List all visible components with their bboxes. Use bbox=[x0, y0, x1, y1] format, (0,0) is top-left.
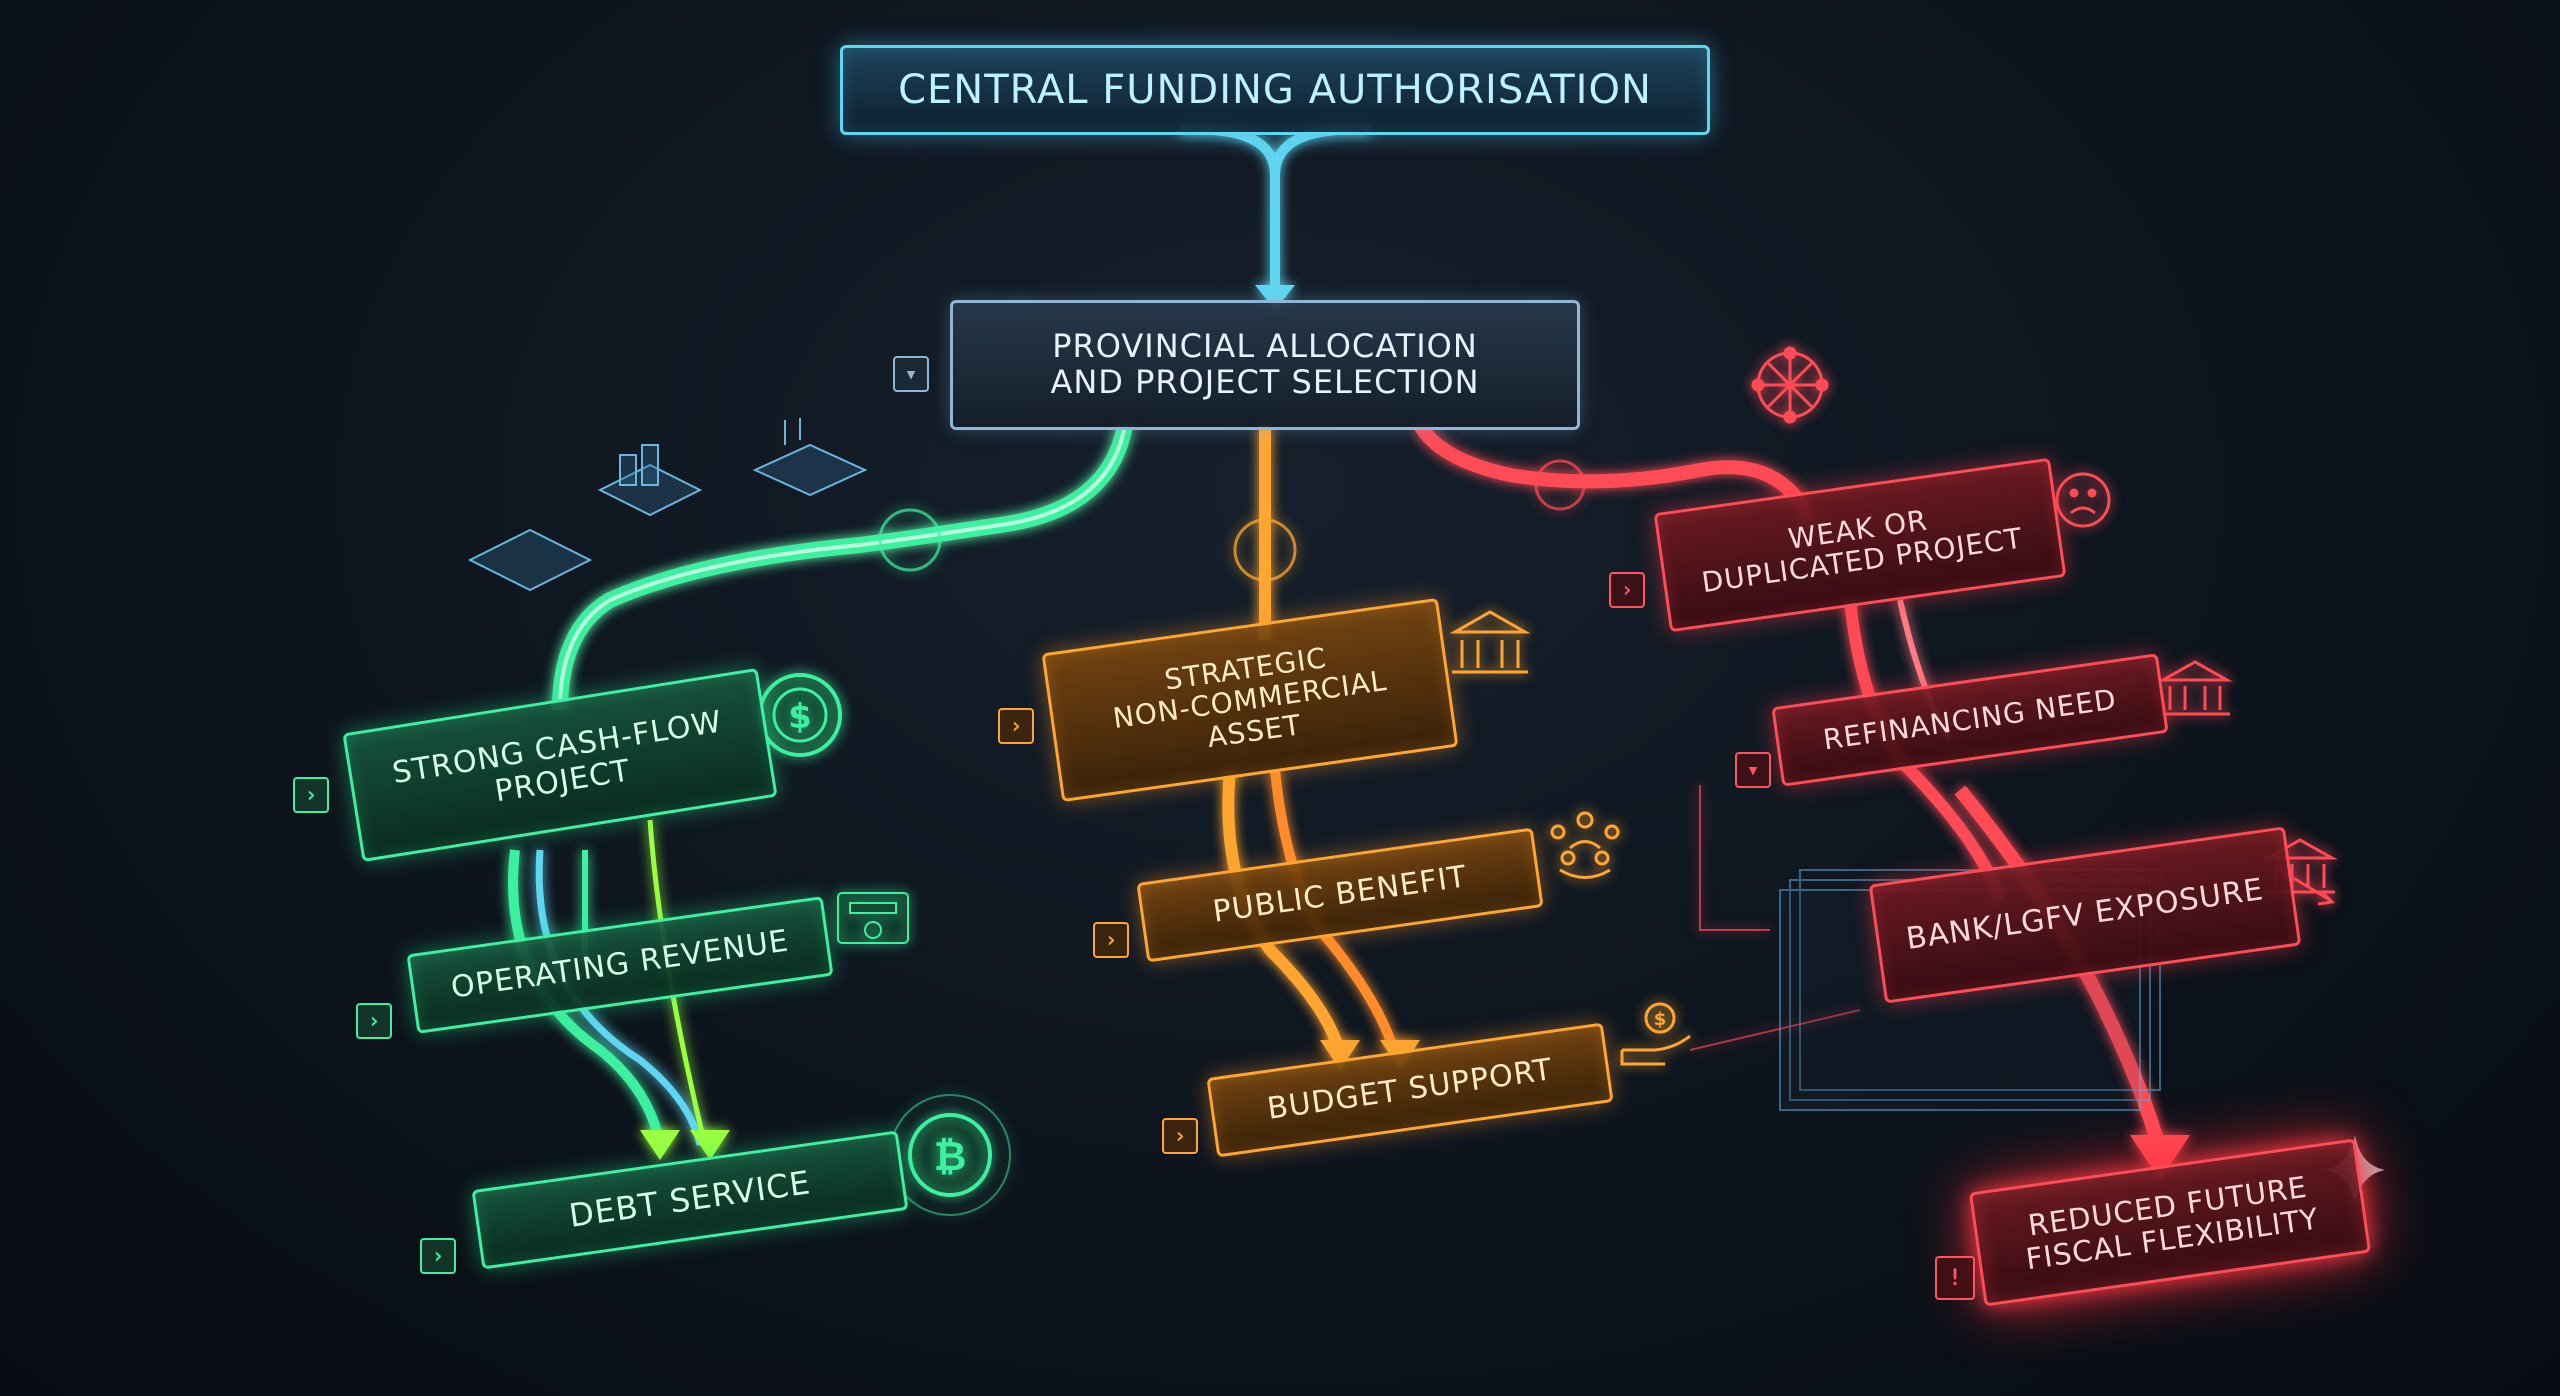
root-stem-connector bbox=[1179, 124, 1371, 310]
bitcoin-icon: ₿ bbox=[889, 1094, 1011, 1216]
exclamation-icon: ! bbox=[1935, 1256, 1975, 1300]
svg-text:$: $ bbox=[788, 697, 812, 737]
public-benefit-label: Public Benefit bbox=[1210, 859, 1470, 930]
exposure-label: Bank/LGFV Exposure bbox=[1903, 872, 2266, 958]
network-icon bbox=[1751, 346, 1829, 424]
operating-revenue-expand-button[interactable]: › bbox=[356, 1003, 392, 1039]
hand-coin-icon: $ bbox=[1620, 1002, 1691, 1066]
strategic-expand-button[interactable]: › bbox=[998, 708, 1034, 744]
debt-service-expand-button[interactable]: › bbox=[420, 1238, 456, 1274]
allocation-toggle[interactable]: ▾ bbox=[893, 356, 929, 392]
svg-text:₿: ₿ bbox=[934, 1134, 967, 1180]
government-building-icon bbox=[1449, 610, 1531, 674]
central-funding-node: Central Funding Authorisation bbox=[840, 45, 1710, 135]
sad-face-icon bbox=[2055, 472, 2111, 528]
refinancing-need-label: Refinancing Need bbox=[1821, 682, 2119, 757]
people-group-icon bbox=[1550, 811, 1620, 879]
cash-register-icon bbox=[837, 892, 909, 944]
allocation-node: Provincial Allocation and Project Select… bbox=[950, 300, 1580, 430]
refinancing-expand-button[interactable]: ▾ bbox=[1735, 752, 1771, 788]
weak-project-expand-button[interactable]: › bbox=[1609, 572, 1645, 608]
central-funding-label: Central Funding Authorisation bbox=[898, 66, 1652, 113]
infrastructure-icons bbox=[467, 418, 868, 592]
budget-support-label: Budget Support bbox=[1265, 1052, 1555, 1128]
dollar-coin-icon: $ bbox=[758, 673, 842, 757]
cash-flow-expand-button[interactable]: › bbox=[293, 777, 329, 813]
allocation-line1: Provincial Allocation bbox=[1052, 327, 1478, 366]
svg-text:$: $ bbox=[1654, 1009, 1667, 1030]
bank-icon bbox=[2157, 660, 2233, 716]
debt-service-label: Debt Service bbox=[566, 1163, 814, 1235]
public-benefit-expand-button[interactable]: › bbox=[1093, 922, 1129, 958]
budget-support-expand-button[interactable]: › bbox=[1162, 1118, 1198, 1154]
allocation-line2: and Project Selection bbox=[1050, 363, 1480, 401]
